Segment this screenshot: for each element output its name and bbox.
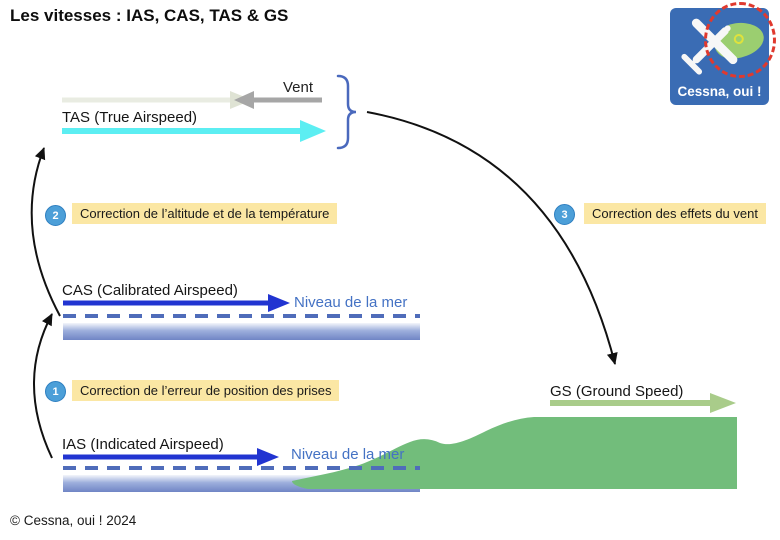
- step-2-note: Correction de l’altitude et de la tempér…: [72, 203, 338, 224]
- gs-arrow: [550, 393, 736, 413]
- ias-label: IAS (Indicated Airspeed): [62, 436, 224, 453]
- brace: [336, 74, 357, 150]
- step-3-badge: 3: [554, 204, 575, 225]
- curve-arrow-ias-to-cas: [33, 313, 53, 459]
- cas-label: CAS (Calibrated Airspeed): [62, 282, 238, 299]
- tas-label: TAS (True Airspeed): [62, 109, 198, 126]
- step-3-note: Correction des effets du vent: [584, 203, 766, 224]
- ias-sea-level-label: Niveau de la mer: [291, 446, 405, 463]
- copyright-text: © Cessna, oui ! 2024: [10, 513, 137, 528]
- sea-bar-cas: [63, 323, 420, 340]
- ias-arrow: [63, 448, 279, 466]
- dashed-circle-icon: [704, 2, 776, 78]
- wind-arrow: [234, 91, 322, 109]
- cas-arrow: [63, 294, 290, 312]
- curve-arrow-wind-correction: [366, 111, 618, 365]
- step-3-number: 3: [561, 208, 568, 221]
- curve-arrow-cas-to-tas: [30, 147, 61, 317]
- cas-sea-level-label: Niveau de la mer: [294, 294, 408, 311]
- wind-label: Vent: [283, 79, 314, 96]
- step-2-number: 2: [52, 209, 59, 222]
- tas-arrow: [62, 120, 326, 142]
- logo-caption: Cessna, oui !: [677, 84, 762, 99]
- terrain-shape: [292, 417, 737, 489]
- airmass-arrow: [62, 91, 252, 109]
- step-1-note: Correction de l’erreur de position des p…: [72, 380, 340, 401]
- page-title: Les vitesses : IAS, CAS, TAS & GS: [10, 6, 289, 25]
- step-1-badge: 1: [45, 381, 66, 402]
- gs-label: GS (Ground Speed): [550, 383, 684, 400]
- step-1-number: 1: [52, 385, 59, 398]
- step-2-badge: 2: [45, 205, 66, 226]
